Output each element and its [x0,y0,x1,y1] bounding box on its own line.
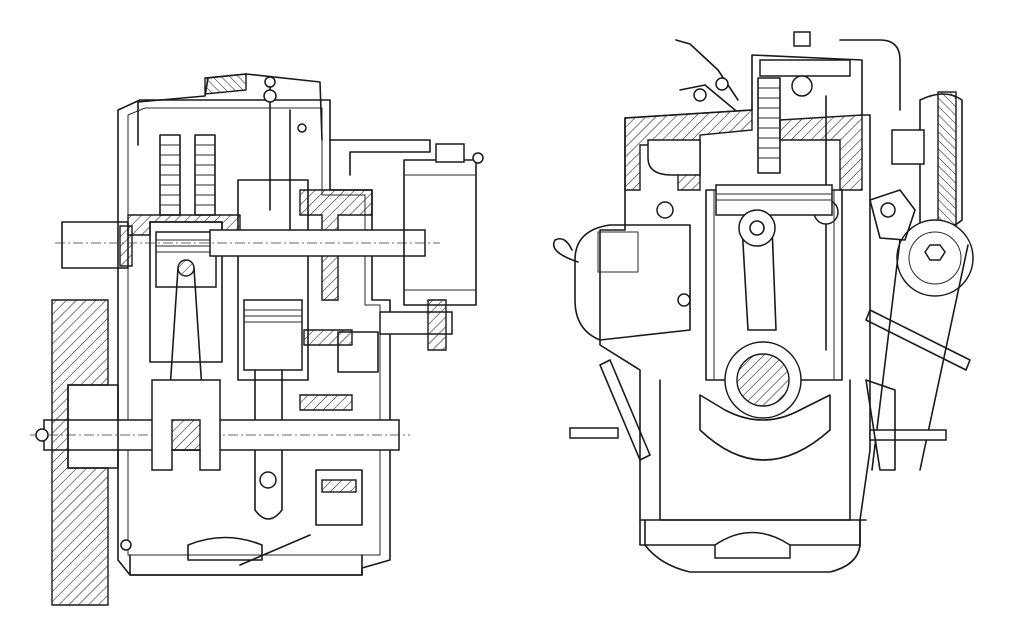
output-shaft-boss [119,225,133,267]
fuel-pipe-1 [675,39,739,101]
engine-mount-right [869,429,947,441]
fuel-pipe-2 [679,84,736,111]
rocker-pivot [263,89,277,103]
cylinder-1 [149,221,223,363]
bearing-cap-section [299,394,353,411]
flywheel-hub [67,384,119,469]
crankshaft-stub [891,129,925,165]
lower-web-section [303,329,353,346]
rocker-arm [759,59,851,77]
big-end-2 [259,471,277,489]
fuel-injection-pump [574,224,691,341]
tensioner-bracket [869,189,916,241]
oil-pump-body [315,469,363,526]
flywheel-face [937,91,957,228]
gudgeon-pin-1 [177,259,195,277]
tensioner-nut [924,244,946,261]
support-strut-left [599,359,651,461]
governor-housing [337,331,379,373]
mount-arm [865,379,896,471]
rocker-cover-bolt [793,31,811,47]
sump-strainer [714,531,791,559]
fuel-filter-bolt [472,152,484,164]
oil-sump [129,554,363,576]
rocker-box [204,73,247,95]
valve-spring [757,77,781,174]
belt-guard-arm [865,309,971,371]
valve-assembly [159,81,291,231]
breather-pipe [839,39,901,111]
head-section-right [779,114,863,191]
flywheel-pulley [51,299,109,606]
control-wire [553,237,579,263]
dipstick [239,534,311,566]
intake-port [647,139,701,176]
piston-1-rings [156,239,216,253]
crankpin [736,353,790,407]
small-end-pin [749,220,765,236]
pump-fitting [677,293,691,307]
crank-counterweight-view [699,394,831,461]
oil-pump-shaft [321,479,357,493]
filler-plug [656,201,674,219]
drive-gear [427,299,447,351]
oil-pickup [187,536,263,561]
crank-nut [35,428,49,442]
sump-pan [644,519,861,573]
crank-counterweight [171,419,201,451]
cylinder-2 [237,179,309,381]
camshaft [209,229,426,257]
fuel-filter-bracket [329,139,431,176]
rocker-shaft [791,75,813,97]
piston-2 [243,299,303,371]
cylinder-liner [713,190,835,380]
block-outline [599,54,871,546]
longitudinal-section-view [30,73,484,606]
transverse-section-view [553,31,974,573]
connecting-rod-2 [254,369,283,520]
fuel-filter-cap [435,143,465,163]
drain-plug [569,427,619,439]
small-end [738,209,776,247]
